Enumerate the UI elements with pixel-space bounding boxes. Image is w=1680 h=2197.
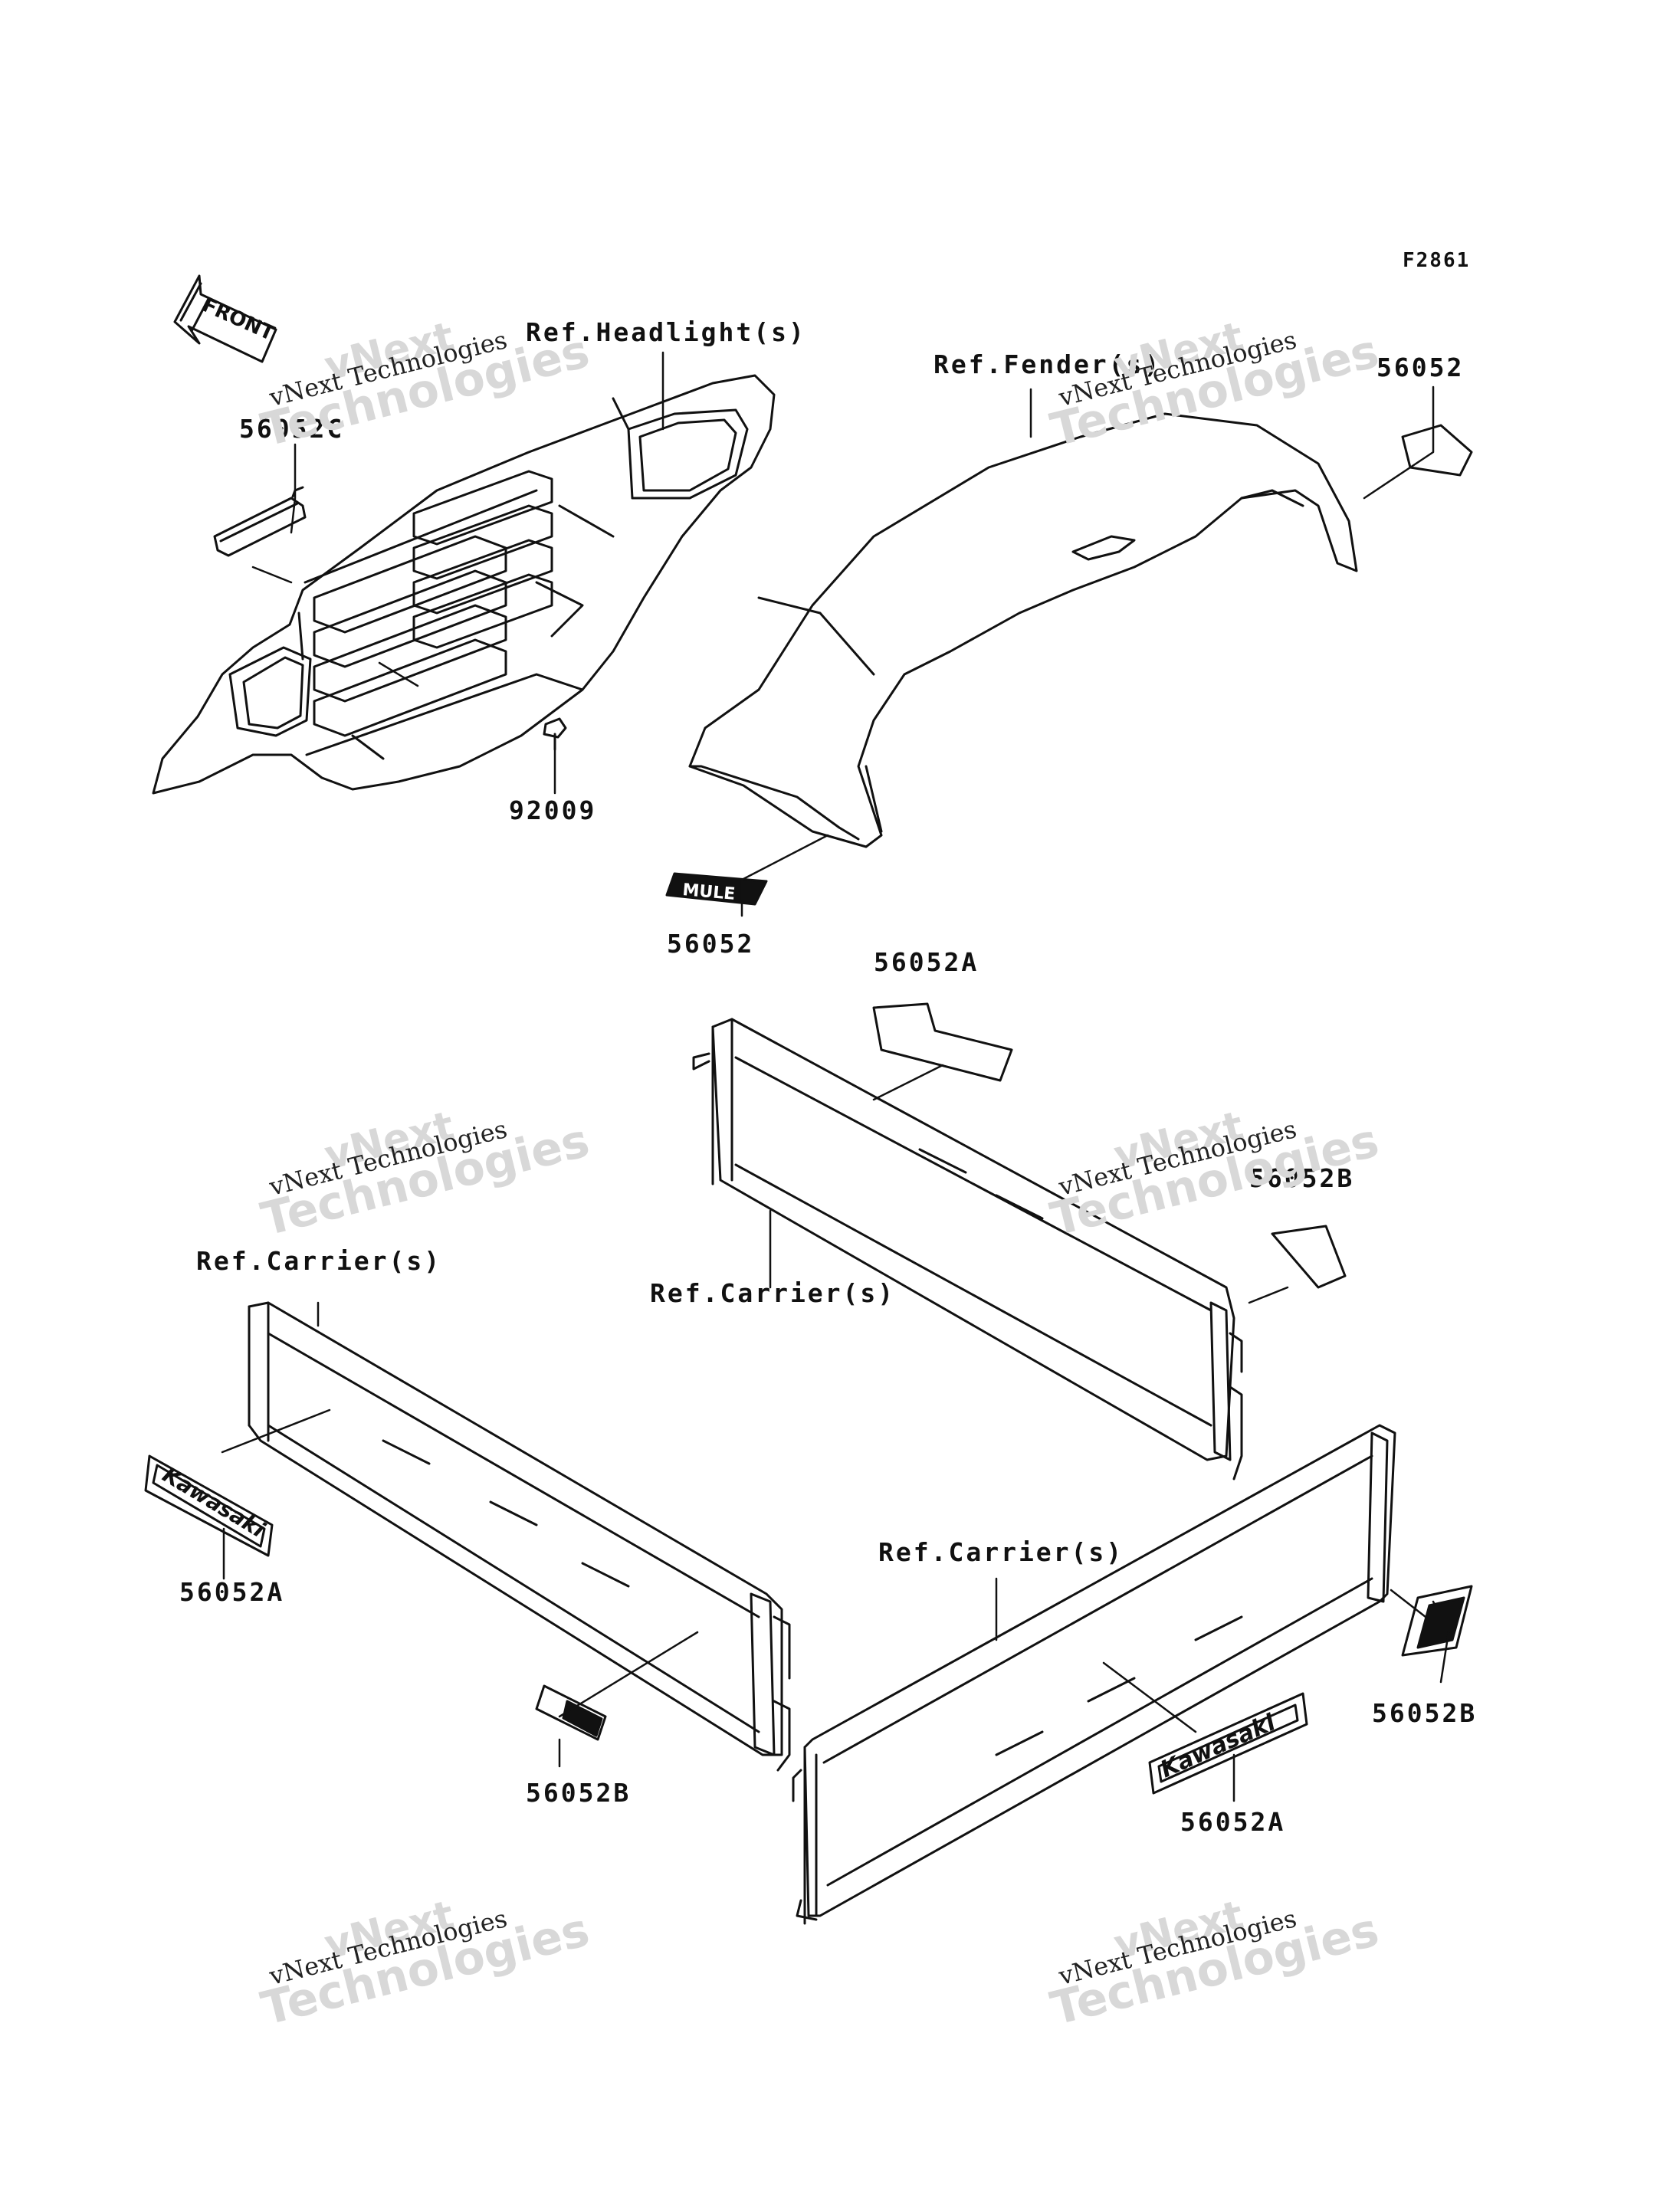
decal-56052c — [213, 486, 307, 557]
label-56052a-bottom: 56052A — [1180, 1807, 1286, 1837]
kawasaki-decal-bottom — [1148, 1692, 1308, 1795]
label-56052-top: 56052 — [1376, 353, 1465, 382]
figure-id: F2861 — [1403, 249, 1471, 272]
label-ref-carrier-mid: Ref.Carrier(s) — [650, 1278, 896, 1308]
mule-decal-text: MULE — [681, 880, 736, 904]
label-56052-mule: 56052 — [667, 929, 755, 959]
label-56052c: 56052C — [239, 414, 345, 444]
bolt-92009 — [543, 717, 567, 751]
4wd-decal-left — [535, 1684, 607, 1741]
front-grille-panel — [152, 374, 776, 795]
leader-lines — [221, 351, 1450, 1802]
label-56052a-top: 56052A — [874, 947, 979, 977]
label-56052a-left: 56052A — [179, 1577, 285, 1607]
rear-fender — [688, 412, 1358, 848]
decal-56052-top — [1401, 424, 1473, 477]
label-56052b-right: 56052B — [1249, 1163, 1355, 1193]
kawasaki-decal-bottom-text: Kawasaki — [1157, 1709, 1280, 1783]
label-ref-headlight: Ref.Headlight(s) — [526, 317, 806, 347]
decal-56052b-right — [1271, 1225, 1347, 1289]
carrier-bottom — [792, 1424, 1396, 1925]
label-ref-fender: Ref.Fender(s) — [934, 349, 1162, 379]
label-92009: 92009 — [509, 795, 597, 825]
carrier-left — [248, 1301, 791, 1772]
kawasaki-decal-left — [144, 1454, 274, 1557]
front-arrow-icon — [173, 274, 277, 363]
4wd-decal-right — [1401, 1585, 1473, 1657]
label-ref-carrier-bottom: Ref.Carrier(s) — [878, 1537, 1124, 1567]
label-56052b-left: 56052B — [526, 1778, 632, 1808]
decal-56052a-top — [872, 1002, 1013, 1082]
carrier-middle — [692, 1018, 1243, 1481]
label-ref-carrier-left: Ref.Carrier(s) — [196, 1246, 442, 1276]
label-56052b-bottom: 56052B — [1372, 1698, 1478, 1728]
